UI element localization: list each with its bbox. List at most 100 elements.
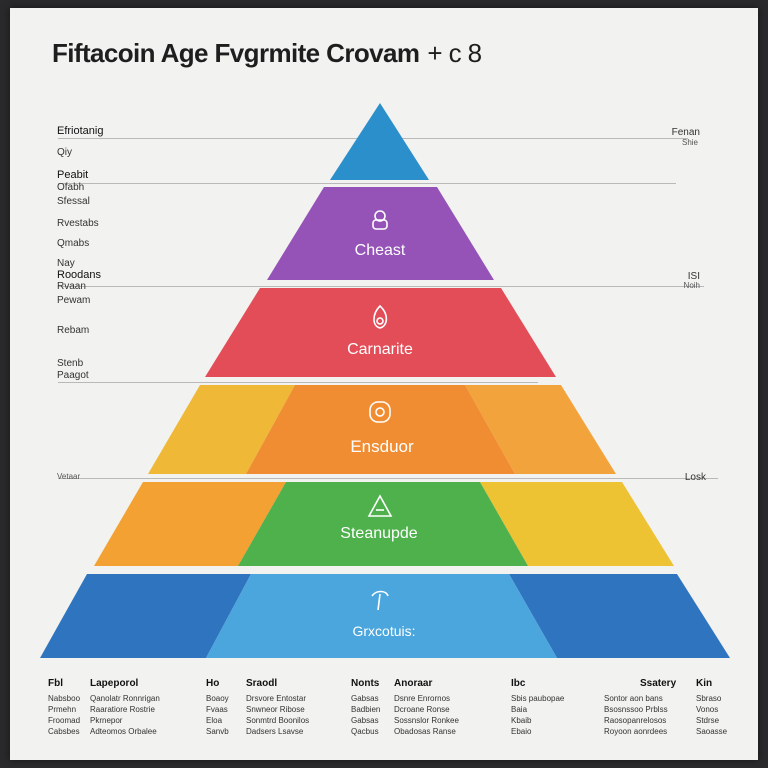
pyramid-tier-blue bbox=[206, 574, 557, 658]
pyramid-tier-green bbox=[238, 482, 528, 566]
tier-label: Carnarite bbox=[347, 341, 413, 358]
footer-item: Nabsboo bbox=[48, 694, 81, 703]
pyramid-tier-blue-left bbox=[40, 574, 251, 658]
footer-item: Gabsas bbox=[351, 694, 379, 703]
footer-item: Snwneor Ribose bbox=[246, 705, 305, 714]
side-label: Qmabs bbox=[57, 238, 90, 249]
right-label-note: Noih bbox=[683, 281, 700, 290]
footer-column: Ho Boaoy Fvaas Eloa Sanvb bbox=[206, 678, 229, 737]
title-suffix: + c 8 bbox=[427, 38, 482, 68]
right-label: Losk bbox=[684, 472, 706, 483]
footer-item: Cabsbes bbox=[48, 727, 80, 736]
footer-item: Fvaas bbox=[206, 705, 228, 714]
footer-column: Anoraar Dsnre Enrornos Dcroane Ronse Sos… bbox=[394, 678, 459, 737]
footer-item: Pkrnepor bbox=[90, 716, 123, 725]
pyramid-tier-apex bbox=[330, 103, 429, 180]
footer-item: Sbis paubopae bbox=[511, 694, 565, 703]
footer-item: Drsvore Entostar bbox=[246, 694, 307, 703]
footer-item: Sbraso bbox=[696, 694, 722, 703]
pyramid-tier-green-right bbox=[480, 482, 674, 566]
tier-rule bbox=[58, 478, 718, 479]
side-label: Efriotanig bbox=[57, 125, 104, 137]
side-label: Ofabh bbox=[57, 182, 85, 193]
triangle-icon bbox=[367, 494, 393, 517]
footer-item: Obadosas Ranse bbox=[394, 727, 456, 736]
side-label: Paagot bbox=[57, 370, 89, 381]
footer-column: Kin Sbraso Vonos Stdrse Saoasse bbox=[696, 678, 727, 737]
footer-item: Stdrse bbox=[696, 716, 720, 725]
footer-item: Eloa bbox=[206, 716, 223, 725]
pyramid-tier-red bbox=[205, 288, 556, 377]
footer-item: Kbaib bbox=[511, 716, 532, 725]
footer-item: Badbien bbox=[351, 705, 381, 714]
footer-item: Boaoy bbox=[206, 694, 229, 703]
poster-sheet: Fiftacoin Age Fvgrmite Crovam+ c 8 Efrio… bbox=[10, 8, 758, 760]
pyramid-tier-orange bbox=[246, 385, 515, 474]
side-label: Roodans bbox=[57, 269, 102, 281]
footer-column: Fbl Nabsboo Prmehn Froomad Cabsbes bbox=[48, 678, 80, 737]
target-icon bbox=[369, 401, 391, 423]
poster-title: Fiftacoin Age Fvgrmite Crovam+ c 8 bbox=[52, 38, 482, 69]
footer-item: Saoasse bbox=[696, 727, 728, 736]
footer-header: Sraodl bbox=[246, 678, 278, 689]
tier-rule bbox=[58, 183, 676, 184]
pyramid-diagram: Cheast Carnarite Ensduor Steanupde Grxco… bbox=[40, 103, 730, 658]
side-label: Pewam bbox=[57, 295, 91, 306]
side-label: Vetaar bbox=[57, 472, 81, 481]
footer-header: Fbl bbox=[48, 678, 63, 689]
footer-item: Sossnslor Ronkee bbox=[394, 716, 459, 725]
footer-item: Dcroane Ronse bbox=[394, 705, 450, 714]
footer-header: Ibc bbox=[511, 678, 526, 689]
pyramid-tier-orange-right bbox=[465, 385, 616, 474]
flame-icon bbox=[373, 304, 388, 329]
footer-column: Ssatery Sontor aon bans Bsosnssoo Prblss… bbox=[604, 678, 676, 737]
footer-column: Ibc Sbis paubopae Baia Kbaib Ebaio bbox=[511, 678, 564, 737]
footer-column: Lapeporol Qanolatr Ronnrigan Raaratiore … bbox=[90, 678, 160, 737]
footer-item: Sontor aon bans bbox=[604, 694, 663, 703]
footer-item: Raosopanrelosos bbox=[604, 716, 667, 725]
pyramid-tier-blue-right bbox=[509, 574, 730, 658]
tier-rule bbox=[58, 382, 538, 383]
side-label: Peabit bbox=[57, 169, 89, 181]
tier-label: Ensduor bbox=[350, 437, 414, 456]
footer-header: Ho bbox=[206, 678, 220, 689]
footer-item: Dadsers Lsavse bbox=[246, 727, 304, 736]
footer-column: Sraodl Drsvore Entostar Snwneor Ribose S… bbox=[246, 678, 309, 737]
tier-rule bbox=[58, 286, 704, 287]
footer-header: Kin bbox=[696, 678, 713, 689]
side-label: Rvestabs bbox=[57, 218, 99, 229]
footer-item: Sanvb bbox=[206, 727, 229, 736]
footer-item: Ebaio bbox=[511, 727, 532, 736]
footer-item: Dsnre Enrornos bbox=[394, 694, 451, 703]
side-label: Nay bbox=[57, 258, 75, 269]
footer-header: Anoraar bbox=[394, 678, 433, 689]
tier-label: Cheast bbox=[355, 242, 406, 259]
side-label: Sfessal bbox=[57, 196, 90, 207]
footer-item: Adteomos Orbalee bbox=[90, 727, 157, 736]
pyramid-tier-green-left bbox=[94, 482, 286, 566]
pyramid-tier-purple bbox=[267, 187, 494, 280]
title-text: Fiftacoin Age Fvgrmite Crovam bbox=[52, 38, 420, 68]
footer-item: Sonmtrd Boonilos bbox=[246, 716, 310, 725]
footer-item: Baia bbox=[511, 705, 528, 714]
footer-item: Qacbus bbox=[351, 727, 379, 736]
side-label: Stenb bbox=[57, 358, 84, 369]
footer-item: Raaratiore Rostrie bbox=[90, 705, 155, 714]
footer-item: Froomad bbox=[48, 716, 81, 725]
footer-item: Prmehn bbox=[48, 705, 77, 714]
footer-item: Royoon aonrdees bbox=[604, 727, 668, 736]
lock-icon bbox=[372, 210, 388, 230]
right-label-note: Shie bbox=[681, 138, 698, 147]
footer-header: Ssatery bbox=[640, 678, 677, 689]
right-label: ISI bbox=[687, 271, 700, 282]
footer-item: Gabsas bbox=[351, 716, 379, 725]
right-label: Fenan bbox=[671, 127, 700, 138]
tier-label: Grxcotuis: bbox=[352, 623, 415, 639]
footer-item: Vonos bbox=[696, 705, 719, 714]
footer-header: Lapeporol bbox=[90, 678, 139, 689]
footer-column: Nonts Gabsas Badbien Gabsas Qacbus bbox=[351, 678, 380, 737]
footer-header: Nonts bbox=[351, 678, 380, 689]
footer-item: Bsosnssoo Prblss bbox=[604, 705, 668, 714]
side-label: Qiy bbox=[57, 147, 72, 158]
side-label: Rebam bbox=[57, 325, 90, 336]
